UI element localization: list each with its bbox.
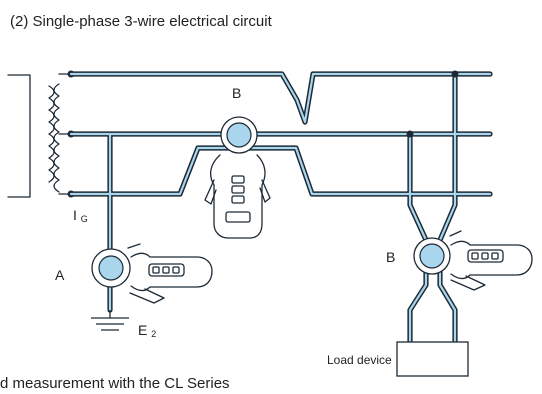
diagram-caption: d measurement with the CL Series [0, 375, 230, 392]
clamp-meter-b-top [204, 116, 271, 239]
label-ig-main: I [73, 207, 77, 223]
label-b-top: B [232, 85, 241, 101]
junction-dot-middle [406, 130, 414, 138]
load-device-label: Load device [327, 353, 392, 367]
label-e2-main: E [138, 322, 147, 338]
wires-fill [69, 72, 492, 344]
load-device-box [396, 341, 469, 377]
junction-dot-top [451, 70, 459, 78]
transformer-coil-icon [7, 70, 75, 198]
label-a: A [55, 267, 65, 283]
wires-outline [68, 71, 493, 345]
ground-symbol-icon [91, 310, 129, 331]
clamp-meter-b-right [413, 230, 533, 291]
clamp-meter-a [91, 243, 213, 304]
diagram-title: (2) Single-phase 3-wire electrical circu… [10, 13, 273, 30]
label-ig-sub: G [81, 214, 88, 224]
label-e2: E 2 [138, 322, 156, 339]
label-b-right: B [386, 249, 395, 265]
label-ig: I G [73, 207, 88, 224]
label-e2-sub: 2 [151, 329, 156, 339]
